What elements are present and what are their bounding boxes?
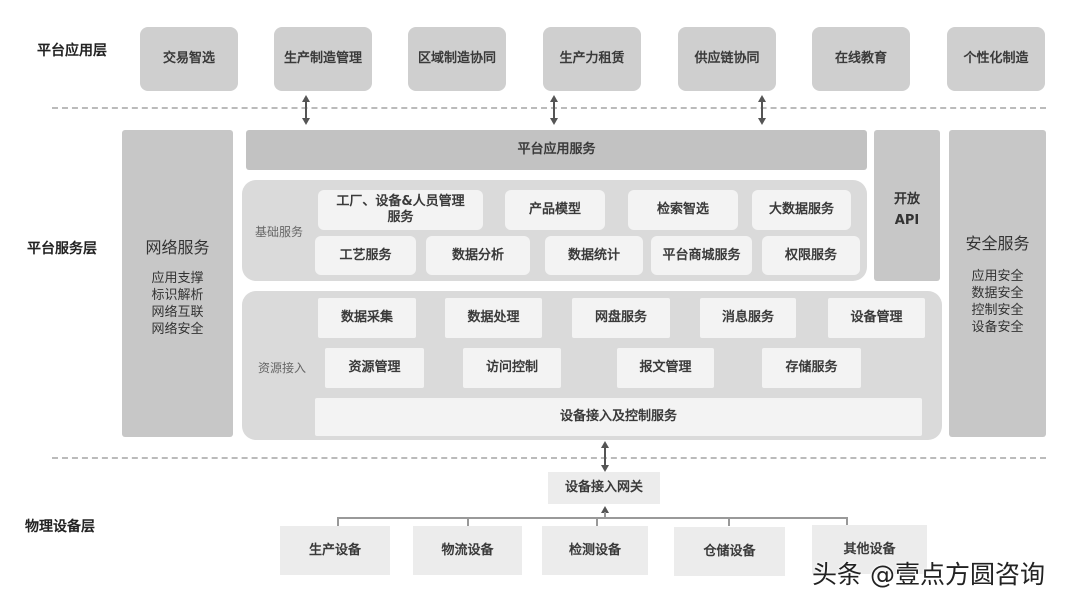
platform-app-service: 平台应用服务 [246,130,867,170]
divider [52,457,1046,459]
open-api: 开放 API [874,130,940,281]
resource-box: 数据处理 [445,298,542,338]
device-box: 生产设备 [280,526,390,575]
app-box: 生产制造管理 [274,27,372,91]
basic-service-box: 工厂、设备&人员管理服务 [318,190,483,230]
resource-box: 存储服务 [762,348,861,388]
watermark: 头条 @壹点方圆咨询 [812,560,1045,589]
basic-service-box: 大数据服务 [752,190,851,230]
app-box: 在线教育 [812,27,910,91]
app-box: 供应链协同 [678,27,776,91]
device-gateway: 设备接入网关 [548,472,660,504]
divider [52,107,1046,109]
resource-label: 资源接入 [258,361,307,375]
network-title: 网络服务 [145,238,210,257]
device-access-control-service: 设备接入及控制服务 [315,398,922,436]
security-item: 控制安全 [971,303,1024,318]
app-box: 个性化制造 [947,27,1045,91]
security-title: 安全服务 [965,234,1030,253]
basic-service-box: 数据分析 [426,236,530,275]
app-box: 区域制造协同 [408,27,506,91]
resource-box: 消息服务 [700,298,796,338]
layer-label-physical: 物理设备层 [25,519,95,535]
network-service-column: 网络服务 应用支撑 标识解析 网络互联 网络安全 [122,130,233,437]
open-api-line2: API [894,213,920,228]
basic-service-box: 数据统计 [545,236,643,275]
basic-label: 基础服务 [255,225,304,239]
resource-box: 设备管理 [828,298,925,338]
app-box: 交易智选 [140,27,238,91]
layer-label-service: 平台服务层 [27,241,97,257]
resource-box: 报文管理 [617,348,714,388]
device-box: 物流设备 [413,526,522,575]
resource-box: 访问控制 [463,348,561,388]
basic-service-box: 权限服务 [762,236,860,275]
security-service-column: 安全服务 应用安全 数据安全 控制安全 设备安全 [949,130,1046,437]
device-box: 检测设备 [542,526,648,575]
network-item: 应用支撑 [151,271,204,286]
app-box: 生产力租赁 [543,27,641,91]
basic-service-box: 检索智选 [628,190,738,230]
security-item: 设备安全 [971,320,1024,335]
security-item: 应用安全 [971,269,1024,284]
device-box: 其他设备 [812,525,927,574]
basic-service-box: 工艺服务 [315,236,416,275]
network-item: 标识解析 [151,288,204,303]
open-api-line1: 开放 [893,192,920,207]
resource-box: 数据采集 [318,298,416,338]
resource-box: 网盘服务 [572,298,670,338]
basic-service-box: 平台商城服务 [651,236,752,275]
network-item: 网络互联 [151,305,204,320]
security-item: 数据安全 [971,286,1024,301]
device-box: 仓储设备 [674,527,785,576]
resource-box: 资源管理 [325,348,424,388]
network-item: 网络安全 [151,322,204,337]
basic-service-box: 产品模型 [505,190,605,230]
layer-label-app: 平台应用层 [37,43,107,59]
